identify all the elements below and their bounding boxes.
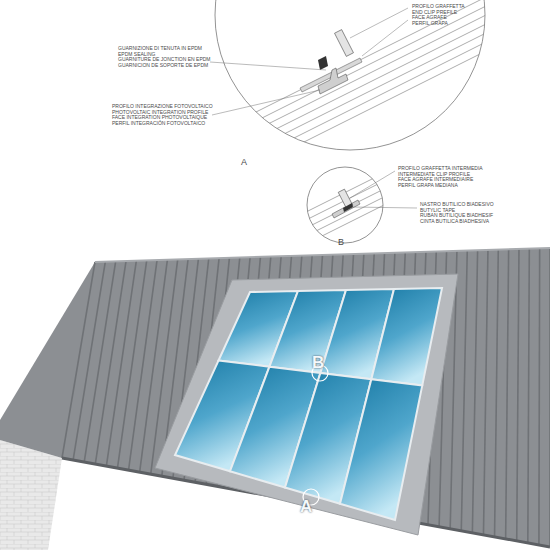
flashing: [155, 274, 458, 535]
stroke: [538, 248, 540, 545]
part-label: GUARNICION DE SOPORTE DE EPDM: [118, 63, 208, 68]
detail-letter: B: [312, 354, 324, 371]
stroke: [290, 173, 400, 228]
detail-b: [290, 165, 400, 252]
detail-letter: B: [338, 238, 344, 247]
part-label: FACE INTEGRATION PHOTOVOLTAIQUE: [112, 115, 207, 120]
part-label: BUTYLIC TAPE: [420, 208, 455, 213]
pv-panel: [340, 379, 422, 520]
part-label: EPDM SEALING: [118, 52, 156, 57]
stroke: [200, 44, 500, 194]
stroke: [290, 189, 400, 244]
part-label: FACE AGRAFE INTERMEDIAIRE: [398, 177, 473, 182]
part-label: PROFILO INTEGRAZIONE FOTOVOLTAICO: [112, 104, 213, 109]
stroke: [472, 250, 477, 533]
stroke: [461, 251, 467, 531]
stroke: [290, 165, 400, 220]
stroke: [200, 17, 500, 167]
part-label: END CLIP PREFILE: [412, 10, 457, 15]
pv-panel: [371, 288, 442, 385]
detail-a: [200, 0, 500, 194]
part-label: PERFIL INTEGRACIÓN FOTOVOLTAICO: [112, 121, 205, 126]
leader-lines: [210, 8, 417, 208]
stroke: [506, 249, 509, 539]
part-label: PHOTOVOLTAIC INTEGRATION PROFILE: [112, 110, 208, 115]
detail-letter: A: [241, 158, 247, 167]
stroke: [290, 181, 400, 236]
stroke: [200, 26, 500, 176]
pv-panels: [175, 288, 442, 520]
stroke: [200, 0, 500, 149]
stroke: [129, 260, 158, 470]
stroke: [200, 35, 500, 185]
stroke: [495, 250, 499, 537]
gable-wall: [0, 440, 62, 550]
stroke: [549, 248, 550, 547]
part-label: PERFIL GRAPA: [412, 21, 448, 26]
part-label: GUARNITURE DE JONCTION EN EPDM: [118, 57, 211, 62]
part-label: INTERMEDIATE CLIP PROFILE: [398, 172, 470, 177]
part-label: PROFILO GRAFFETTA: [412, 4, 465, 9]
detail-letter: A: [300, 498, 312, 515]
stroke: [528, 249, 530, 543]
stroke: [517, 249, 519, 541]
part-label: CINTA BUTILICA BIADHESIVA: [420, 219, 489, 224]
part-label: GUARNIZIONE DI TENUTA IN EPDM: [118, 46, 202, 51]
stroke: [200, 8, 500, 158]
part-label: NASTRO BUTILICO BIADESIVO: [420, 202, 494, 207]
part-label: PROFILO GRAFFETTA INTERMEDIA: [398, 166, 483, 171]
roof: [0, 248, 550, 547]
stroke: [140, 260, 168, 472]
part-label: RUBAN BUTILIQUE BIADHESIF: [420, 213, 493, 218]
part-label: PERFIL GRAPA MEDIANA: [398, 183, 458, 188]
part-label: FACE AGRAFE: [412, 15, 447, 20]
stroke: [483, 250, 488, 535]
